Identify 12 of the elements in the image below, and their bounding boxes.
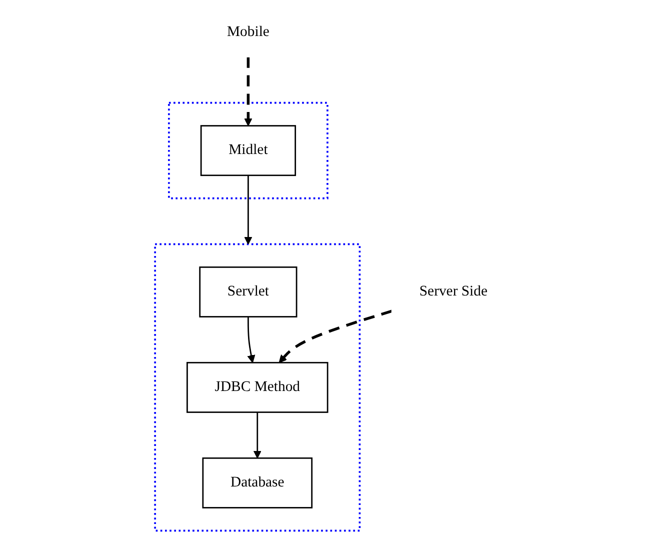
node-box: JDBC Method — [186, 362, 329, 413]
arrow — [279, 310, 393, 363]
arrow — [244, 175, 253, 245]
arrow — [244, 56, 253, 126]
node-text: Server Side — [420, 284, 488, 300]
arrow — [254, 412, 262, 458]
node-box: Servlet — [200, 266, 298, 318]
node-box: Database — [202, 457, 313, 508]
node-box: Midlet — [200, 125, 296, 176]
cluster — [168, 102, 329, 200]
node-text: Mobile — [227, 24, 270, 40]
arrow — [248, 316, 256, 363]
